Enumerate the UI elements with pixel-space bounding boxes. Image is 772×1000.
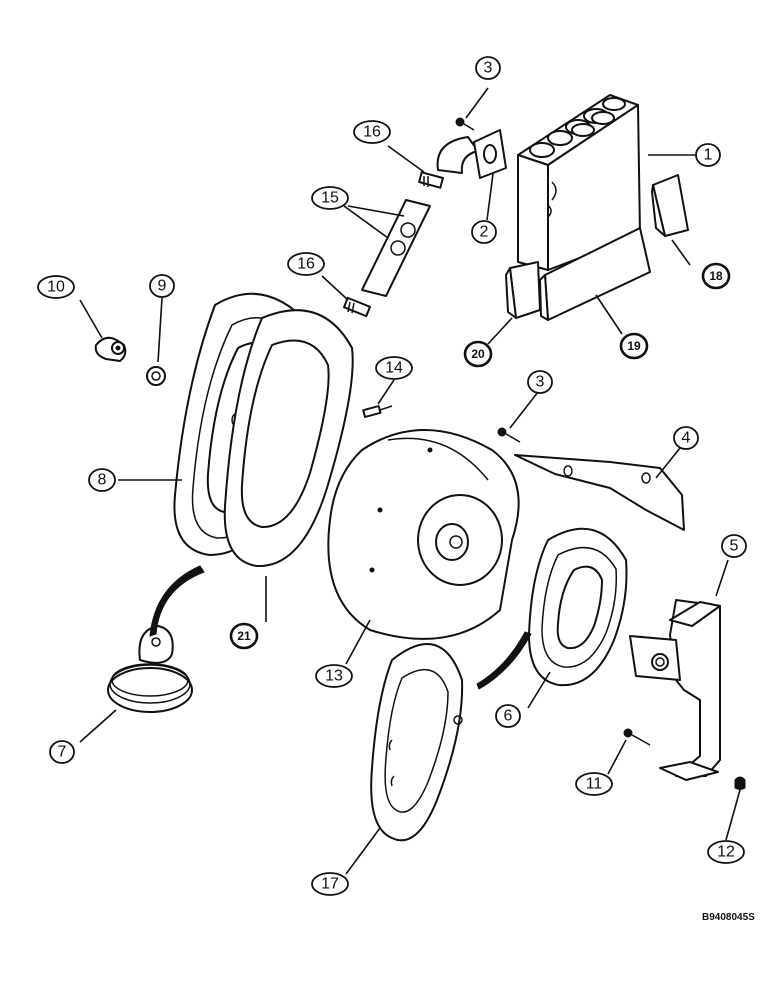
callout-3: 3: [475, 56, 501, 80]
lock-washer: [146, 366, 166, 386]
svg-text:10: 10: [47, 279, 65, 296]
svg-text:20: 20: [471, 347, 485, 361]
drawing-number: B9408045S: [702, 912, 755, 923]
svg-text:12: 12: [717, 844, 735, 861]
callout-7: 7: [49, 740, 75, 764]
filter-element: [528, 527, 628, 687]
callout-10: 10: [37, 275, 75, 299]
svg-text:2: 2: [480, 224, 489, 241]
callout-3: 3: [527, 370, 553, 394]
svg-text:7: 7: [58, 744, 67, 761]
callout-9: 9: [149, 274, 175, 298]
svg-text:17: 17: [321, 876, 339, 893]
leader-lines: [79, 87, 741, 875]
callout-4: 4: [673, 426, 699, 450]
callout-6: 6: [495, 704, 521, 728]
assembly-arrow-right: [476, 631, 532, 690]
bolt-11: [623, 728, 651, 746]
nut-12: [734, 776, 746, 790]
callout-13: 13: [315, 664, 353, 688]
svg-text:3: 3: [536, 374, 545, 391]
screw-14: [362, 405, 393, 418]
tube-fitting-upper: [418, 171, 444, 189]
svg-text:14: 14: [385, 360, 403, 377]
callout-19: 19: [619, 332, 649, 360]
callout-16: 16: [353, 120, 391, 144]
svg-text:16: 16: [363, 124, 381, 141]
callout-18: 18: [701, 262, 731, 290]
wing-nut: [94, 336, 127, 362]
svg-text:5: 5: [730, 538, 739, 555]
mounting-strap: [361, 199, 431, 297]
svg-text:15: 15: [321, 190, 339, 207]
svg-text:11: 11: [586, 776, 603, 793]
callout-5: 5: [721, 534, 747, 558]
bracket-5: [629, 599, 721, 781]
heater-core-box: [517, 94, 641, 271]
svg-text:13: 13: [325, 668, 343, 685]
filter-panel: [539, 227, 651, 321]
callout-2: 2: [471, 220, 497, 244]
svg-text:16: 16: [297, 256, 315, 273]
side-block-left: [505, 261, 541, 319]
seal-plate: [370, 643, 464, 842]
svg-text:8: 8: [98, 472, 107, 489]
svg-text:19: 19: [627, 339, 641, 353]
svg-text:1: 1: [704, 147, 713, 164]
callout-14: 14: [375, 356, 413, 380]
assembly-arrow-left: [149, 565, 205, 637]
screw-upper: [455, 117, 475, 131]
svg-text:18: 18: [709, 269, 723, 283]
side-block-right: [651, 174, 689, 237]
svg-text:21: 21: [237, 629, 251, 643]
hose-clamp: [107, 625, 193, 713]
gasket: [223, 309, 354, 568]
callout-21: 21: [229, 622, 259, 650]
callout-16: 16: [287, 252, 325, 276]
svg-text:9: 9: [158, 278, 167, 295]
svg-text:3: 3: [484, 60, 493, 77]
screw-lower: [497, 427, 521, 443]
tube-fitting-lower: [343, 296, 371, 318]
elbow-fitting: [436, 129, 507, 179]
callout-15: 15: [311, 186, 349, 210]
callout-11: 11: [575, 772, 613, 796]
svg-text:4: 4: [682, 430, 691, 447]
blower-housing: [327, 429, 520, 640]
callout-17: 17: [311, 872, 349, 896]
svg-text:6: 6: [504, 708, 513, 725]
callout-8: 8: [88, 468, 116, 492]
bracket-4: [514, 454, 685, 531]
callout-12: 12: [707, 840, 745, 864]
callout-20: 20: [463, 340, 493, 368]
callout-1: 1: [695, 143, 721, 167]
